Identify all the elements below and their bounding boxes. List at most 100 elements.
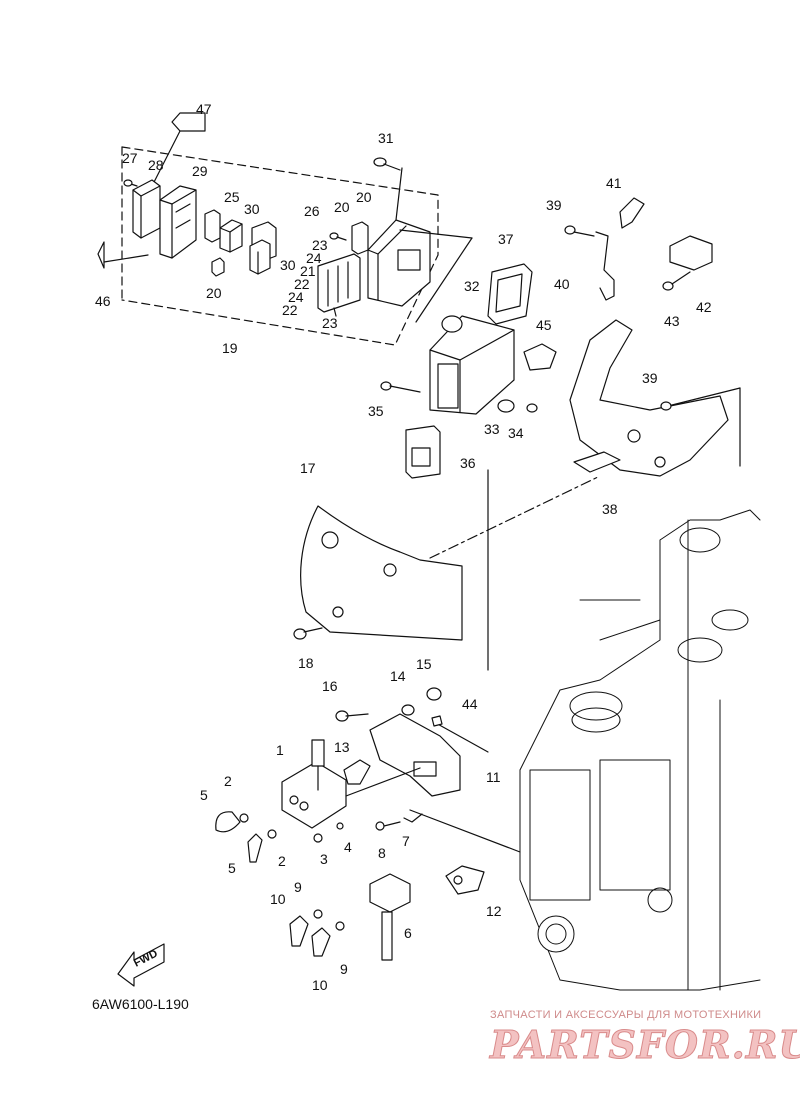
callout-10[interactable]: 10 <box>270 891 286 907</box>
callout-28[interactable]: 28 <box>148 157 164 173</box>
callout-20[interactable]: 20 <box>206 285 222 301</box>
assembly-19-dashed-box <box>121 146 439 346</box>
callout-45[interactable]: 45 <box>536 317 552 333</box>
callout-16[interactable]: 16 <box>322 678 338 694</box>
part-37-cover <box>487 263 533 325</box>
callout-23[interactable]: 23 <box>322 315 338 331</box>
callout-10[interactable]: 10 <box>312 977 328 993</box>
callout-41[interactable]: 41 <box>606 175 622 191</box>
callout-2[interactable]: 2 <box>224 773 232 789</box>
callout-31[interactable]: 31 <box>378 130 394 146</box>
screws-8-7 <box>375 813 423 831</box>
callout-43[interactable]: 43 <box>664 313 680 329</box>
callout-5[interactable]: 5 <box>200 787 208 803</box>
callout-11[interactable]: 11 <box>486 769 501 785</box>
callout-32[interactable]: 32 <box>464 278 480 294</box>
callout-42[interactable]: 42 <box>696 299 712 315</box>
screws-9 <box>313 909 345 931</box>
callout-9[interactable]: 9 <box>294 879 302 895</box>
callout-18[interactable]: 18 <box>298 655 314 671</box>
part-42-cover <box>669 235 713 271</box>
callout-36[interactable]: 36 <box>460 455 476 471</box>
callout-24[interactable]: 24 <box>306 250 322 266</box>
callout-40[interactable]: 40 <box>554 276 570 292</box>
callout-26[interactable]: 26 <box>304 203 320 219</box>
screws-2-3-4 <box>239 813 344 843</box>
callout-30[interactable]: 30 <box>280 257 296 273</box>
callout-24[interactable]: 24 <box>288 289 304 305</box>
bolt-35 <box>380 381 421 393</box>
callout-15[interactable]: 15 <box>416 656 432 672</box>
callout-25[interactable]: 25 <box>224 189 240 205</box>
callout-14[interactable]: 14 <box>390 668 406 684</box>
part-36-holder <box>405 425 441 479</box>
callout-5[interactable]: 5 <box>228 860 236 876</box>
callout-2[interactable]: 2 <box>278 853 286 869</box>
callout-46[interactable]: 46 <box>95 293 111 309</box>
leader-line <box>345 767 421 797</box>
screw-31 <box>373 157 401 171</box>
callout-12[interactable]: 12 <box>486 903 502 919</box>
callout-3[interactable]: 3 <box>320 851 328 867</box>
callout-8[interactable]: 8 <box>378 845 386 861</box>
callout-27[interactable]: 27 <box>122 150 138 166</box>
screw-39-bracket <box>660 401 672 411</box>
part-28-cover <box>127 179 161 239</box>
leader-line <box>409 809 521 853</box>
callout-20[interactable]: 20 <box>356 189 372 205</box>
part-25-relay <box>204 209 243 253</box>
callout-19[interactable]: 19 <box>222 340 238 356</box>
callout-17[interactable]: 17 <box>300 460 316 476</box>
callout-39[interactable]: 39 <box>642 370 658 386</box>
callout-7[interactable]: 7 <box>402 833 410 849</box>
part-13-clip <box>343 759 371 785</box>
callout-35[interactable]: 35 <box>368 403 384 419</box>
callout-22[interactable]: 22 <box>282 302 298 318</box>
part-32-electric-box <box>429 315 515 415</box>
diagram-code: 6AW6100-L190 <box>92 996 189 1012</box>
callout-34[interactable]: 34 <box>508 425 524 441</box>
callout-30[interactable]: 30 <box>244 201 260 217</box>
part-40-bracket <box>595 231 615 301</box>
callout-47[interactable]: 47 <box>196 101 212 117</box>
flag-47 <box>149 112 206 191</box>
watermark-tagline: ЗАПЧАСТИ И АКСЕССУАРЫ ДЛЯ МОТОТЕХНИКИ <box>490 1009 762 1021</box>
callout-1[interactable]: 1 <box>276 742 284 758</box>
part-6-coil <box>369 873 411 961</box>
callout-37[interactable]: 37 <box>498 231 514 247</box>
callout-39[interactable]: 39 <box>546 197 562 213</box>
part-1-coil <box>281 739 347 829</box>
callout-44[interactable]: 44 <box>462 696 478 712</box>
callout-22[interactable]: 22 <box>294 276 310 292</box>
watermark-brand: PARTSFOR.RU <box>490 1022 800 1068</box>
grommet-33 <box>497 399 538 413</box>
callout-4[interactable]: 4 <box>344 839 352 855</box>
engine-block <box>519 509 761 991</box>
main-bracket <box>569 319 741 477</box>
callout-29[interactable]: 29 <box>192 163 208 179</box>
leader-line <box>429 475 601 559</box>
callout-13[interactable]: 13 <box>334 739 350 755</box>
leader-line <box>415 237 473 323</box>
callout-9[interactable]: 9 <box>340 961 348 977</box>
part-12-clamp <box>445 865 485 895</box>
collar-15 <box>426 687 442 701</box>
bolt-16 <box>335 710 369 722</box>
part-21-fuse-strip <box>317 253 361 317</box>
plug-cap-5 <box>215 811 263 863</box>
callout-33[interactable]: 33 <box>484 421 500 437</box>
bolt-18 <box>293 627 323 640</box>
part-29-bracket <box>159 185 197 259</box>
callout-20[interactable]: 20 <box>334 199 350 215</box>
part-11-bracket <box>369 713 461 797</box>
clip-45 <box>523 343 557 371</box>
callout-21[interactable]: 21 <box>300 263 316 279</box>
callout-23[interactable]: 23 <box>312 237 328 253</box>
callout-38[interactable]: 38 <box>602 501 618 517</box>
callout-6[interactable]: 6 <box>404 925 412 941</box>
screw-26 <box>329 232 347 241</box>
fwd-arrow-icon: FWD <box>117 943 165 987</box>
plug-cap-10 <box>289 915 331 957</box>
